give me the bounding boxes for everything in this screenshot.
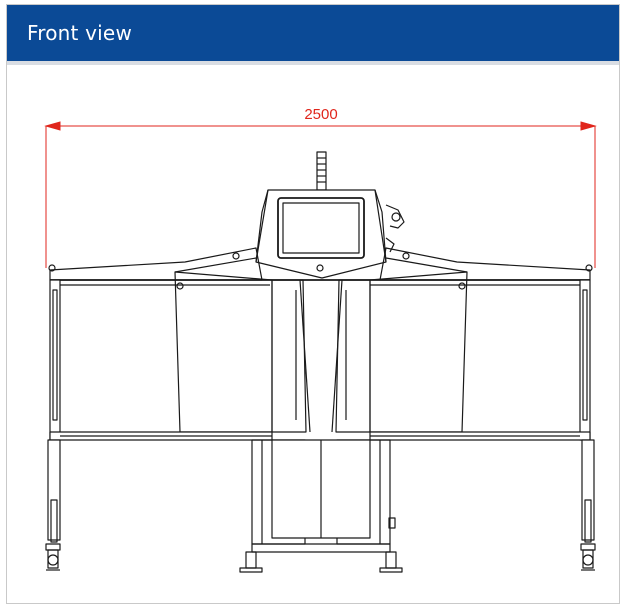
card-title: Front view bbox=[27, 21, 132, 45]
card-header: Front view bbox=[7, 5, 619, 65]
width-dimension-label: 2500 bbox=[304, 106, 337, 123]
width-dimension bbox=[44, 121, 597, 268]
machine-outline bbox=[45, 151, 596, 573]
